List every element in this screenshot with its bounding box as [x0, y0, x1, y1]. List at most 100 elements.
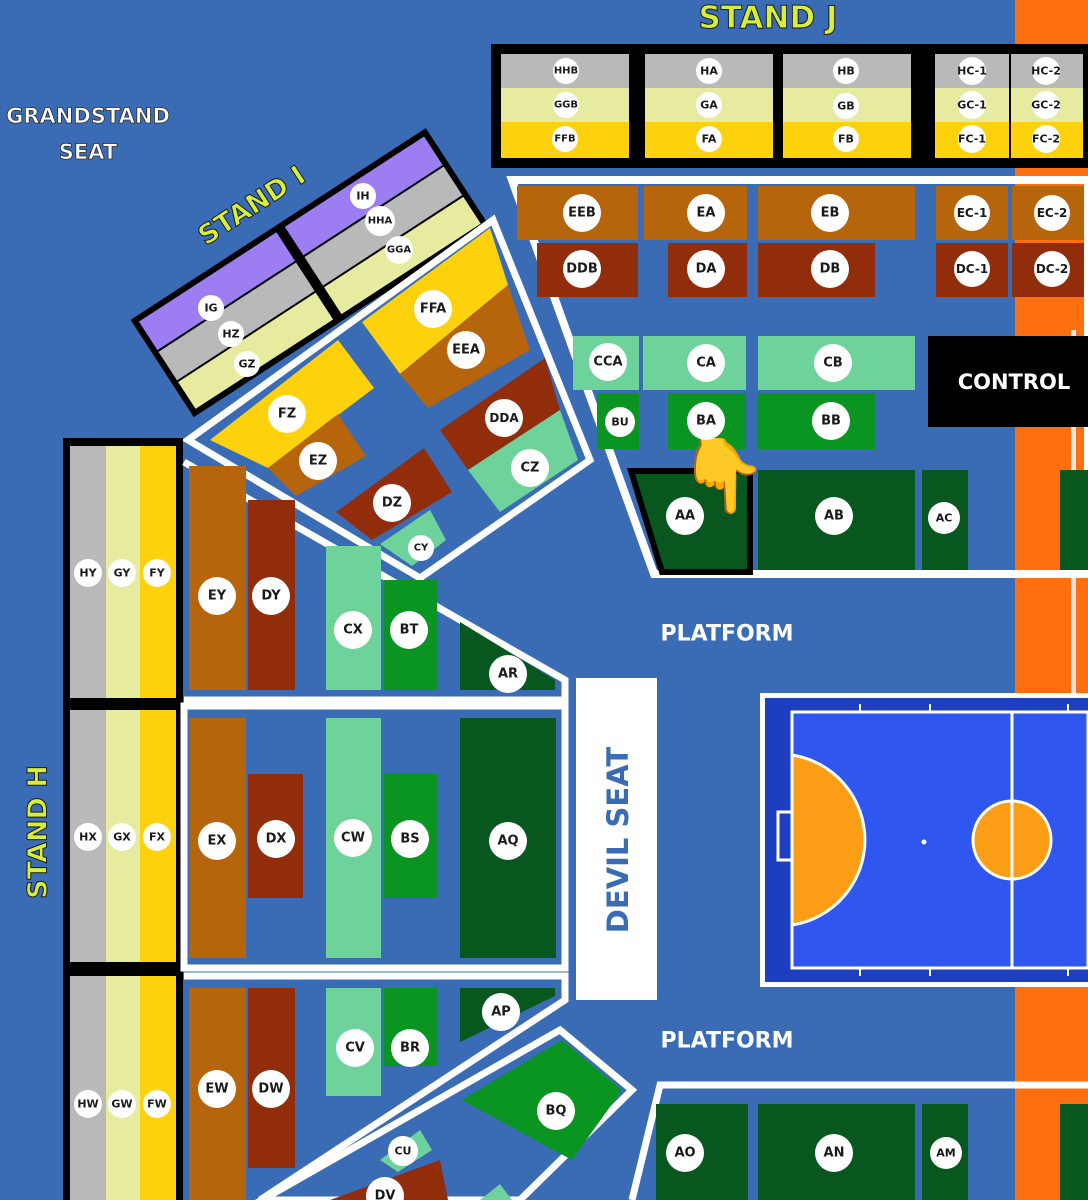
badge-cx[interactable]: CX — [334, 611, 372, 649]
badge-br[interactable]: BR — [391, 1029, 429, 1067]
badge-gb[interactable]: GB — [833, 93, 859, 119]
badge-circle — [833, 126, 859, 152]
badge-an[interactable]: AN — [815, 1134, 853, 1172]
badge-hx[interactable]: HX — [74, 823, 102, 851]
badge-gy[interactable]: GY — [108, 559, 136, 587]
badge-ap[interactable]: AP — [482, 993, 520, 1031]
badge-hc-1[interactable]: HC-1 — [957, 57, 987, 85]
badge-gc-2[interactable]: GC-2 — [1031, 91, 1061, 119]
badge-dda[interactable]: DDA — [485, 399, 523, 437]
badge-fy[interactable]: FY — [143, 559, 171, 587]
badge-fz[interactable]: FZ — [268, 395, 306, 433]
badge-aa[interactable]: AA — [666, 497, 704, 535]
badge-circle — [334, 819, 372, 857]
badge-cu[interactable]: CU — [388, 1136, 418, 1166]
badge-text: DZ — [382, 496, 402, 511]
badge-fc-2[interactable]: FC-2 — [1032, 125, 1060, 153]
badge-dz[interactable]: DZ — [373, 484, 411, 522]
section-gz[interactable] — [178, 292, 334, 409]
badge-dw[interactable]: DW — [252, 1070, 290, 1108]
badge-gga[interactable]: GGA — [385, 236, 413, 264]
badge-cy[interactable]: CY — [408, 535, 434, 561]
badge-hw[interactable]: HW — [74, 1090, 102, 1118]
badge-fc-1[interactable]: FC-1 — [958, 125, 986, 153]
badge-ca[interactable]: CA — [687, 344, 725, 382]
section-hw[interactable] — [70, 976, 106, 1200]
badge-dx[interactable]: DX — [257, 820, 295, 858]
badge-cz[interactable]: CZ — [511, 449, 549, 487]
badge-ab[interactable]: AB — [815, 497, 853, 535]
badge-eb[interactable]: EB — [811, 194, 849, 232]
badge-bs[interactable]: BS — [391, 820, 429, 858]
badge-fw[interactable]: FW — [143, 1090, 171, 1118]
badge-ea[interactable]: EA — [687, 194, 725, 232]
badge-hb[interactable]: HB — [833, 58, 859, 84]
badge-text: DB — [820, 262, 841, 277]
badge-eeb[interactable]: EEB — [563, 194, 601, 232]
badge-ec-2[interactable]: EC-2 — [1034, 195, 1070, 231]
badge-aq[interactable]: AQ — [489, 822, 527, 860]
badge-ddb[interactable]: DDB — [563, 250, 601, 288]
badge-dc-1[interactable]: DC-1 — [954, 251, 990, 287]
badge-ba[interactable]: BA — [687, 402, 725, 440]
badge-ey[interactable]: EY — [198, 577, 236, 615]
section-ig[interactable] — [138, 232, 295, 351]
badge-text: GB — [837, 100, 854, 113]
badge-hha[interactable]: HHA — [365, 206, 395, 236]
badge-bt[interactable]: BT — [390, 611, 428, 649]
badge-gw[interactable]: GW — [108, 1090, 136, 1118]
badge-gc-1[interactable]: GC-1 — [957, 91, 987, 119]
badge-hhb[interactable]: HHB — [553, 58, 579, 84]
badge-gx[interactable]: GX — [108, 823, 136, 851]
badge-circle — [954, 251, 990, 287]
badge-hc-2[interactable]: HC-2 — [1031, 57, 1061, 85]
badge-gz[interactable]: GZ — [234, 351, 260, 377]
badge-fx[interactable]: FX — [143, 823, 171, 851]
badge-cw[interactable]: CW — [334, 819, 372, 857]
badge-dy[interactable]: DY — [252, 577, 290, 615]
badge-hy[interactable]: HY — [74, 559, 102, 587]
badge-ez[interactable]: EZ — [299, 442, 337, 480]
badge-dv[interactable]: DV — [366, 1177, 404, 1200]
badge-ec-1[interactable]: EC-1 — [954, 195, 990, 231]
badge-db[interactable]: DB — [811, 250, 849, 288]
badge-eea[interactable]: EEA — [447, 331, 485, 369]
badge-text: EC-2 — [1037, 206, 1068, 220]
badge-ew[interactable]: EW — [198, 1070, 236, 1108]
badge-ac[interactable]: AC — [928, 502, 960, 534]
badge-ggb[interactable]: GGB — [553, 92, 579, 118]
badge-da[interactable]: DA — [687, 250, 725, 288]
section-hz[interactable] — [158, 262, 315, 381]
badge-circle — [143, 1090, 171, 1118]
badge-fb[interactable]: FB — [833, 126, 859, 152]
badge-fa[interactable]: FA — [696, 126, 722, 152]
badge-bb[interactable]: BB — [812, 402, 850, 440]
badge-ex[interactable]: EX — [198, 822, 236, 860]
badge-bq[interactable]: BQ — [537, 1092, 575, 1130]
badge-ffa[interactable]: FFA — [414, 290, 452, 328]
badge-ffb[interactable]: FFB — [552, 126, 578, 152]
badge-text: HHA — [368, 216, 393, 227]
court-goal — [776, 810, 794, 862]
badge-bu[interactable]: BU — [605, 407, 635, 437]
badge-dc-2[interactable]: DC-2 — [1034, 251, 1070, 287]
section-right-edge-top[interactable] — [1060, 470, 1088, 570]
section-lower-sliver[interactable] — [480, 1184, 512, 1200]
section-gw[interactable] — [106, 976, 140, 1200]
devil-seat-box[interactable] — [576, 678, 657, 1000]
badge-hz[interactable]: HZ — [218, 321, 244, 347]
badge-am[interactable]: AM — [930, 1137, 962, 1169]
badge-ig[interactable]: IG — [198, 295, 224, 321]
section-right-edge-bottom[interactable] — [1060, 1104, 1088, 1200]
badge-ha[interactable]: HA — [696, 58, 722, 84]
badge-text: FX — [149, 831, 166, 844]
badge-ih[interactable]: IH — [350, 183, 376, 209]
section-fw[interactable] — [140, 976, 176, 1200]
badge-circle — [489, 822, 527, 860]
badge-ga[interactable]: GA — [696, 92, 722, 118]
badge-ar[interactable]: AR — [489, 655, 527, 693]
badge-cv[interactable]: CV — [336, 1029, 374, 1067]
badge-cca[interactable]: CCA — [589, 343, 627, 381]
badge-ao[interactable]: AO — [666, 1134, 704, 1172]
badge-cb[interactable]: CB — [814, 344, 852, 382]
